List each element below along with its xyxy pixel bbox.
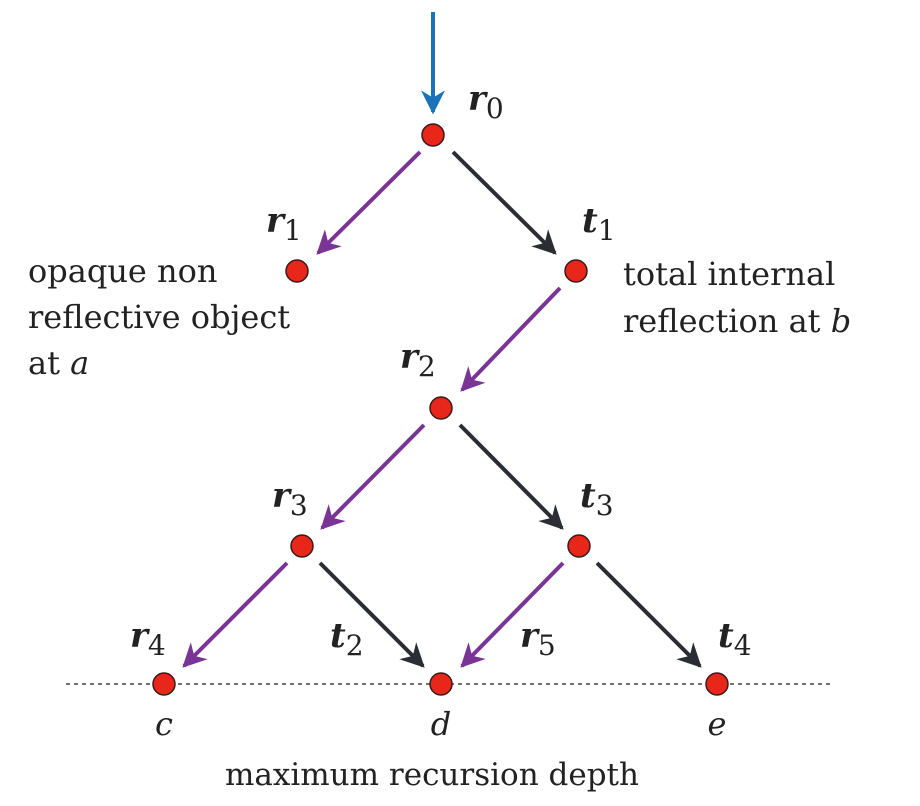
arrow-r5 (460, 561, 565, 668)
label-t3: t3 (580, 476, 614, 522)
label-r2: r2 (400, 337, 436, 383)
node-d (429, 672, 453, 696)
node-t1-b (564, 259, 588, 283)
node-r2 (429, 396, 453, 420)
label-t2: t2 (330, 616, 364, 662)
node-r3 (290, 534, 314, 558)
arrow-t4 (595, 561, 702, 668)
node-r0 (421, 123, 445, 147)
node-r1-a (285, 259, 309, 283)
arrow-t3 (458, 423, 564, 530)
label-r3: r3 (272, 476, 308, 522)
annotation-right-line1: total internal (623, 255, 835, 293)
arrow-r3 (320, 423, 426, 530)
label-r5: r5 (520, 616, 556, 662)
leaf-label-c: c (155, 705, 173, 743)
max-depth-caption: maximum recursion depth (225, 757, 639, 793)
arrow-r1 (316, 150, 422, 255)
arrow-r2 (460, 286, 562, 392)
arrow-t1 (451, 150, 557, 255)
node-t3 (567, 534, 591, 558)
arrow-t2 (318, 561, 425, 668)
label-t4: t4 (718, 616, 752, 662)
annotation-left-line1: opaque non (28, 252, 218, 290)
label-r4: r4 (130, 616, 166, 662)
label-t1: t1 (582, 201, 616, 247)
leaf-label-d: d (431, 705, 451, 743)
annotation-right-line2: reflection at b (623, 302, 851, 340)
label-r0: r0 (468, 79, 504, 125)
annotation-left-line3: at a (28, 344, 89, 382)
node-c (152, 672, 176, 696)
label-r1: r1 (266, 201, 302, 247)
leaf-label-e: e (708, 705, 727, 743)
node-e (705, 672, 729, 696)
ray-nodes (152, 123, 729, 696)
arrow-r4 (182, 561, 289, 668)
annotation-left-line2: reflective object (28, 298, 290, 336)
